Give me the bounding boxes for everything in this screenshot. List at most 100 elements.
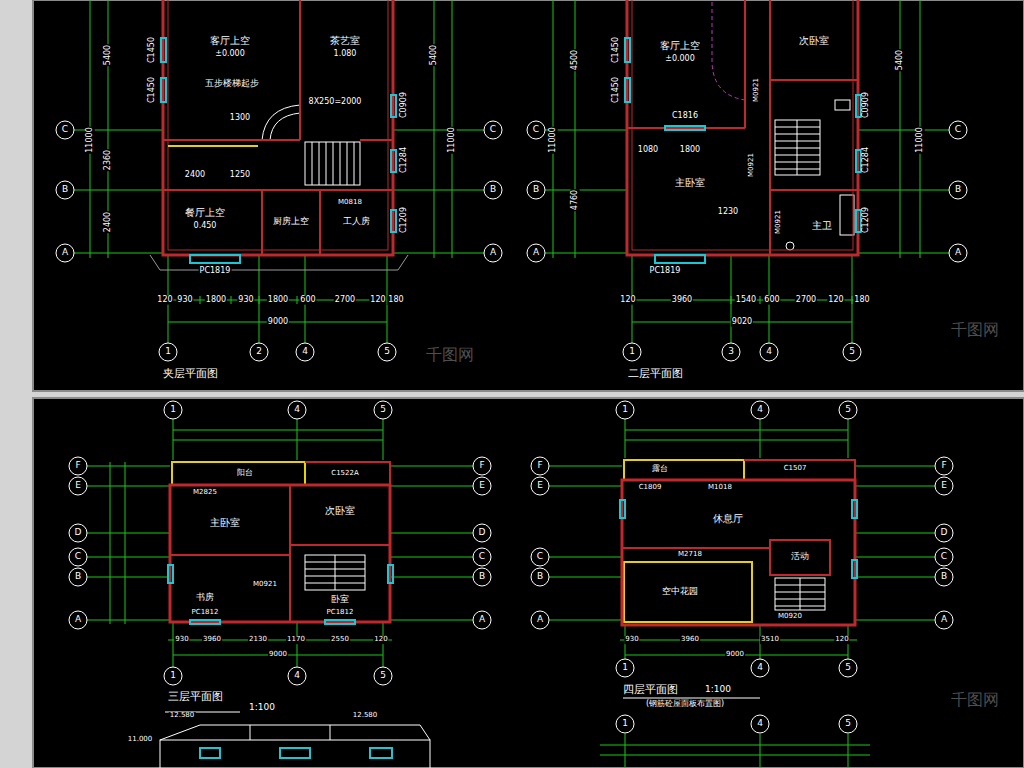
plan-label: C1450 bbox=[612, 36, 621, 64]
plan-label: 3510 bbox=[760, 636, 780, 644]
plan-label: C1450 bbox=[148, 36, 157, 64]
plan-label: 4 bbox=[756, 663, 764, 673]
plan-label: 120 bbox=[834, 636, 849, 644]
plan-label: D bbox=[478, 528, 487, 538]
plan-label: 9000 bbox=[268, 651, 288, 659]
plan-label: 180 bbox=[853, 296, 870, 305]
plan-label: PC1819 bbox=[649, 267, 682, 276]
plan-label: C1284 bbox=[862, 146, 871, 174]
plan-label: 11000 bbox=[916, 126, 925, 153]
plan-label: M0920 bbox=[777, 613, 803, 621]
plan-label: 600 bbox=[299, 296, 316, 305]
plan-label: M0921 bbox=[252, 581, 278, 589]
plan-label: 1800 bbox=[679, 146, 701, 155]
plan-label: 1230 bbox=[717, 208, 739, 217]
plan-label: C bbox=[940, 552, 948, 562]
drawing-title: 四层平面图 bbox=[622, 684, 679, 696]
plan-label: E bbox=[940, 481, 948, 491]
plan-label: C bbox=[478, 552, 486, 562]
plan-label: 0.450 bbox=[193, 222, 218, 231]
plan-label: M0921 bbox=[775, 209, 783, 235]
drawing-title: 三层平面图 bbox=[167, 691, 224, 703]
plan-label: 5 bbox=[848, 347, 856, 357]
plan-label: 1080 bbox=[637, 146, 659, 155]
plan-label: 书房 bbox=[195, 593, 215, 603]
plan-label: 客厅上空 bbox=[659, 40, 701, 51]
plan-label: F bbox=[940, 461, 947, 471]
plan-label: 12.580 bbox=[352, 712, 379, 720]
plan-label: (钢筋砼屋面板布置图) bbox=[645, 700, 725, 709]
plan-label: C bbox=[532, 125, 540, 135]
plan-label: 5400 bbox=[430, 44, 439, 66]
plan-label: 1 bbox=[628, 347, 636, 357]
plan-label: 2700 bbox=[795, 296, 817, 305]
plan-label: 厨房上空 bbox=[272, 217, 310, 227]
plan-label: 次卧室 bbox=[798, 35, 830, 46]
plan-label: 1170 bbox=[286, 636, 306, 644]
plan-label: 930 bbox=[176, 296, 193, 305]
plan-label: C bbox=[74, 552, 82, 562]
plan-label: F bbox=[478, 461, 485, 471]
plan-label: C1522A bbox=[330, 470, 360, 478]
plan-label: 120 bbox=[373, 636, 388, 644]
plan-label: 2130 bbox=[248, 636, 268, 644]
plan-label: C1209 bbox=[400, 206, 409, 234]
plan-label: 8X250=2000 bbox=[308, 98, 363, 107]
plan-label: C bbox=[61, 125, 69, 135]
plan-label: 5 bbox=[844, 663, 852, 673]
plan-label: 茶艺室 bbox=[329, 35, 361, 46]
plan-label: 4 bbox=[756, 719, 764, 729]
plan-label: 120 bbox=[156, 296, 173, 305]
plan-label: A bbox=[532, 248, 540, 258]
plan-label: PC1812 bbox=[326, 609, 355, 617]
plan-label: 1 bbox=[169, 405, 177, 415]
plan-label: B bbox=[532, 185, 540, 195]
plan-label: ±0.000 bbox=[214, 50, 246, 59]
plan-label: 5 bbox=[844, 719, 852, 729]
plan-label: D bbox=[940, 528, 949, 538]
watermark: 千图网 bbox=[950, 691, 1000, 709]
plan-label: A bbox=[61, 248, 69, 258]
plan-label: C1450 bbox=[612, 76, 621, 104]
plan-label: F bbox=[536, 461, 543, 471]
plan-label: 5 bbox=[383, 347, 391, 357]
plan-label: 600 bbox=[763, 296, 780, 305]
plan-label: 2400 bbox=[104, 211, 113, 233]
plan-label: 2700 bbox=[334, 296, 356, 305]
plan-label: A bbox=[954, 248, 962, 258]
drawing-title: 二层平面图 bbox=[627, 368, 684, 380]
plan-label: 180 bbox=[387, 296, 404, 305]
plan-label: B bbox=[61, 185, 69, 195]
plan-label: 930 bbox=[174, 636, 189, 644]
plan-label: B bbox=[74, 572, 82, 582]
plan-label: B bbox=[940, 572, 948, 582]
plan-label: PC1819 bbox=[199, 267, 232, 276]
plan-label: 5400 bbox=[104, 44, 113, 66]
plan-label: 露台 bbox=[651, 465, 669, 474]
plan-label: 4 bbox=[765, 347, 773, 357]
plan-label: M1018 bbox=[707, 484, 733, 492]
plan-label: A bbox=[478, 615, 486, 625]
plan-label: C1450 bbox=[148, 76, 157, 104]
plan-label: 主卫 bbox=[811, 220, 833, 231]
plan-label: 1300 bbox=[229, 114, 251, 123]
plan-label: 客厅上空 bbox=[209, 35, 251, 46]
plan-label: C bbox=[489, 125, 497, 135]
plan-label: C0909 bbox=[862, 91, 871, 119]
plan-label: 4 bbox=[756, 405, 764, 415]
plan-label: 1 bbox=[621, 663, 629, 673]
plan-label: C bbox=[536, 552, 544, 562]
plan-label: C1209 bbox=[862, 206, 871, 234]
plan-label: 12.580 bbox=[169, 712, 196, 720]
plan-label: 休息厅 bbox=[712, 513, 744, 524]
plan-label: 11000 bbox=[86, 126, 95, 153]
plan-label: 2400 bbox=[184, 171, 206, 180]
plan-label: 11000 bbox=[549, 126, 558, 153]
plan-label: 5400 bbox=[896, 49, 905, 71]
plan-label: 4 bbox=[301, 347, 309, 357]
plan-label: 11000 bbox=[448, 126, 457, 153]
plan-label: 120 bbox=[827, 296, 844, 305]
plan-label: 1 bbox=[169, 671, 177, 681]
plan-label: 9000 bbox=[267, 318, 289, 327]
